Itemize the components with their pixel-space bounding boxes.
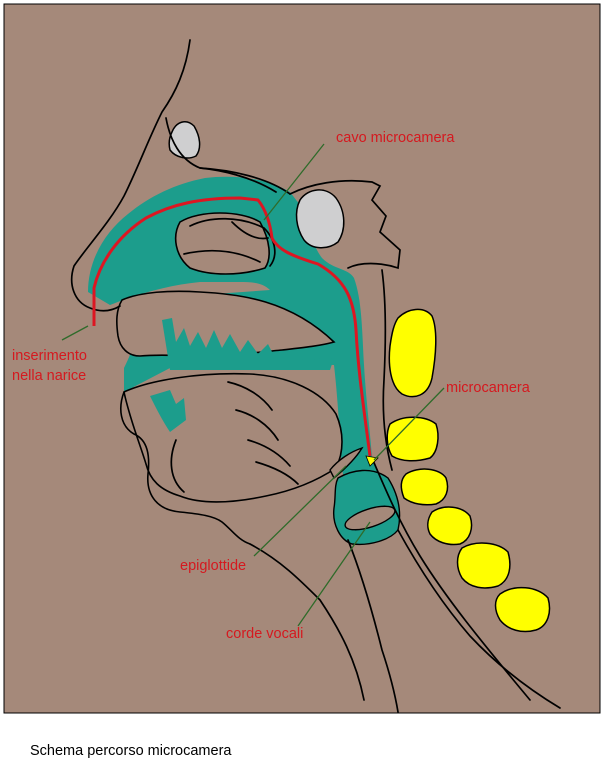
label-inserimento: inserimento [12,348,87,364]
label-nella-narice: nella narice [12,368,86,384]
microcamera-path [92,196,372,457]
skull-base [289,179,401,270]
label-epiglottide: epiglottide [180,558,246,574]
nasal-bone [199,167,277,193]
vertebra-4 [427,506,473,546]
leader-cavo [263,143,325,221]
vertebra-1 [388,308,437,398]
label-corde-vocali: corde vocali [226,626,303,642]
frontal-sinus [168,121,201,159]
cervical-vertebrae [386,308,551,633]
turbinate-curve-1 [189,217,276,267]
leader-lines [61,143,445,627]
chin [120,391,251,545]
tongue-fold-1 [235,409,279,441]
turbinate-curve-3 [231,221,269,240]
lower-jaw-inner [170,439,185,493]
sphenoid-sinus [295,189,345,249]
turbinate-curve-2 [183,249,261,263]
tongue-fold-4 [227,381,273,411]
anatomy-outlines [70,39,561,713]
epiglottis [329,446,364,480]
label-microcamera: microcamera [446,380,531,396]
vertebra-2 [386,416,439,462]
esophagus-line [347,539,399,713]
label-cavo-microcamera: cavo microcamera [336,130,455,146]
spine-line [381,269,393,471]
neck-front [249,543,365,701]
tongue-jaw [123,372,343,503]
vertebra-5 [456,542,511,589]
figure-caption: Schema percorso microcamera [30,743,232,759]
face-profile [70,39,191,312]
leader-epiglottide [253,465,347,557]
vertebra-6 [494,586,551,633]
turbinates-region [174,212,270,275]
leader-microcamera [373,387,445,461]
upper-teeth [162,318,334,370]
leader-corde [297,521,371,627]
leader-inserimento [61,325,89,341]
tongue-fold-3 [255,461,299,485]
vertebra-3 [400,468,449,506]
neck-back-line [397,529,561,709]
pharynx-back [371,457,531,701]
lower-lip-teal [150,390,186,432]
tongue-fold-2 [247,439,291,467]
